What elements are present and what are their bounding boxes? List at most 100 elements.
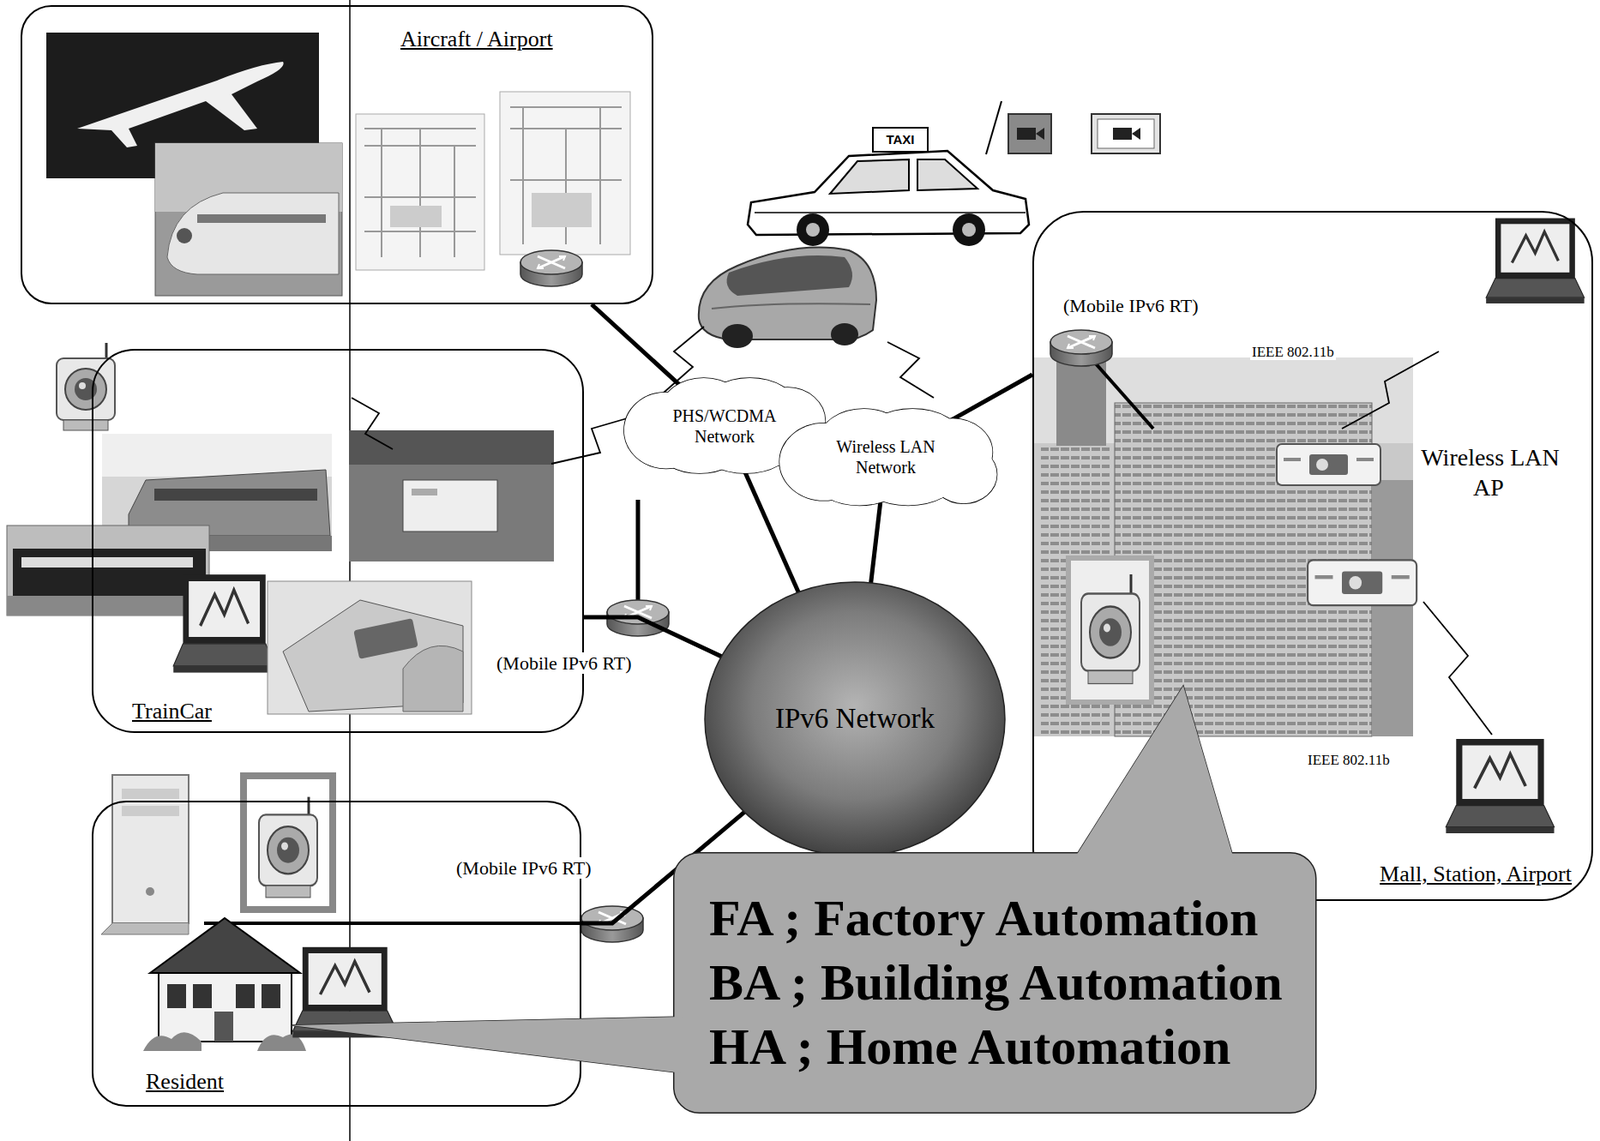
- router-label: (Mobile IPv6 RT): [454, 857, 594, 879]
- art-path: [403, 645, 464, 712]
- art-circle: [176, 228, 193, 244]
- callout-pointer: [1071, 685, 1235, 863]
- network-camera: [1081, 574, 1140, 685]
- art-circle: [796, 213, 830, 247]
- art-path: [143, 1032, 307, 1052]
- label-holder: (Mobile IPv6 RT): [494, 651, 634, 676]
- laptop-icon: [1445, 739, 1554, 834]
- callout-pointer: [290, 1016, 684, 1074]
- network-wire: [204, 921, 582, 926]
- cloud-bump: [792, 422, 979, 493]
- airport-map: [355, 114, 485, 271]
- router-icon: [520, 250, 583, 287]
- art-path: [101, 923, 189, 935]
- art-path: [747, 150, 1029, 235]
- router-icon: [1050, 330, 1113, 367]
- art-rect: [355, 114, 485, 271]
- sedan: [698, 247, 877, 349]
- label-holder: (Mobile IPv6 RT): [1061, 294, 1201, 319]
- airport-map: [499, 91, 631, 255]
- art-path: [167, 192, 339, 275]
- label-holder: (Mobile IPv6 RT): [454, 856, 594, 881]
- art-rect: [499, 91, 631, 255]
- train-interior-photo: [348, 430, 554, 562]
- pc-card-photo: [267, 581, 472, 715]
- art-rect: [872, 127, 928, 152]
- network-link: [583, 617, 722, 657]
- camera-frame: [243, 775, 333, 910]
- art-circle: [145, 887, 155, 897]
- camera-frame: [1068, 558, 1152, 703]
- callout-pointer: [290, 1016, 684, 1074]
- art-ellipse: [830, 323, 859, 346]
- network-sphere: IPv6 Network: [703, 581, 1006, 858]
- art-path: [364, 128, 476, 258]
- train-photo: [6, 525, 210, 616]
- router-label: (Mobile IPv6 RT): [1061, 294, 1201, 317]
- art-path: [77, 61, 284, 148]
- art-rect: [1112, 127, 1132, 140]
- art-rect: [1008, 114, 1052, 154]
- art-rect: [112, 775, 189, 924]
- callout-body: [673, 853, 1317, 1114]
- art-rect: [531, 192, 592, 228]
- art-circle: [952, 213, 986, 247]
- art-rect: [1034, 357, 1414, 737]
- art-rect: [403, 480, 498, 532]
- art-path: [351, 397, 393, 450]
- cloud-fill: [779, 409, 997, 506]
- art-rect: [6, 595, 210, 616]
- access-point-icon: [1276, 444, 1381, 486]
- art-path: [1341, 351, 1439, 429]
- callout-box: FA ; Factory AutomationBA ; Building Aut…: [673, 852, 1318, 1114]
- art-rect: [1091, 114, 1161, 154]
- label-holder: TAXI: [873, 128, 927, 151]
- art-rect: [167, 984, 187, 1009]
- label-holder: IEEE 802.11b: [1305, 751, 1392, 770]
- cloud-label: Wireless LAN Network: [825, 436, 946, 478]
- region-label: TrainCar: [129, 697, 215, 725]
- art-path: [727, 255, 853, 296]
- art-rect: [1097, 119, 1155, 149]
- callout-text: FA ; Factory Automation: [709, 886, 1283, 951]
- region-box: Resident: [91, 800, 582, 1107]
- art-rect: [197, 214, 326, 223]
- art-line: [986, 101, 1002, 155]
- art-circle: [806, 222, 820, 237]
- callout-text: HA ; Home Automation: [709, 1015, 1283, 1080]
- art-path: [887, 342, 934, 398]
- callout-pointer: [1071, 685, 1235, 863]
- network-camera: [258, 797, 318, 898]
- house: [143, 918, 307, 1052]
- art-rect: [158, 973, 292, 1042]
- building-photo: [1034, 357, 1414, 737]
- pc-tower: [101, 775, 189, 935]
- cloud-bump: [792, 422, 979, 493]
- art-rect: [411, 488, 438, 496]
- art-rect: [12, 548, 206, 596]
- art-path: [1131, 127, 1141, 140]
- art-rect: [214, 1011, 234, 1042]
- network-link: [591, 304, 692, 396]
- network-label: IPv6 Network: [775, 702, 935, 737]
- art-rect: [6, 525, 210, 616]
- art-rect: [267, 581, 472, 715]
- art-rect: [121, 788, 180, 800]
- art-rect: [154, 488, 318, 501]
- router-label: (Mobile IPv6 RT): [494, 652, 634, 674]
- access-point-icon: [1307, 559, 1417, 606]
- camera-icon: [1008, 114, 1052, 154]
- sphere-shape: [704, 582, 1005, 857]
- art-rect: [348, 430, 554, 465]
- art-path: [510, 107, 622, 245]
- region-label: Aircraft / Airport: [397, 25, 556, 53]
- airliner-photo: [155, 143, 343, 296]
- taxi-sign-text: TAXI: [884, 128, 916, 151]
- region-box: Aircraft / Airport: [20, 5, 654, 305]
- network-wire: [636, 499, 641, 601]
- art-path: [711, 303, 871, 309]
- art-path: [830, 159, 978, 194]
- art-rect: [1016, 127, 1036, 140]
- cloud-outline: [779, 409, 997, 506]
- label-holder: Wireless LAN AP: [1412, 442, 1567, 503]
